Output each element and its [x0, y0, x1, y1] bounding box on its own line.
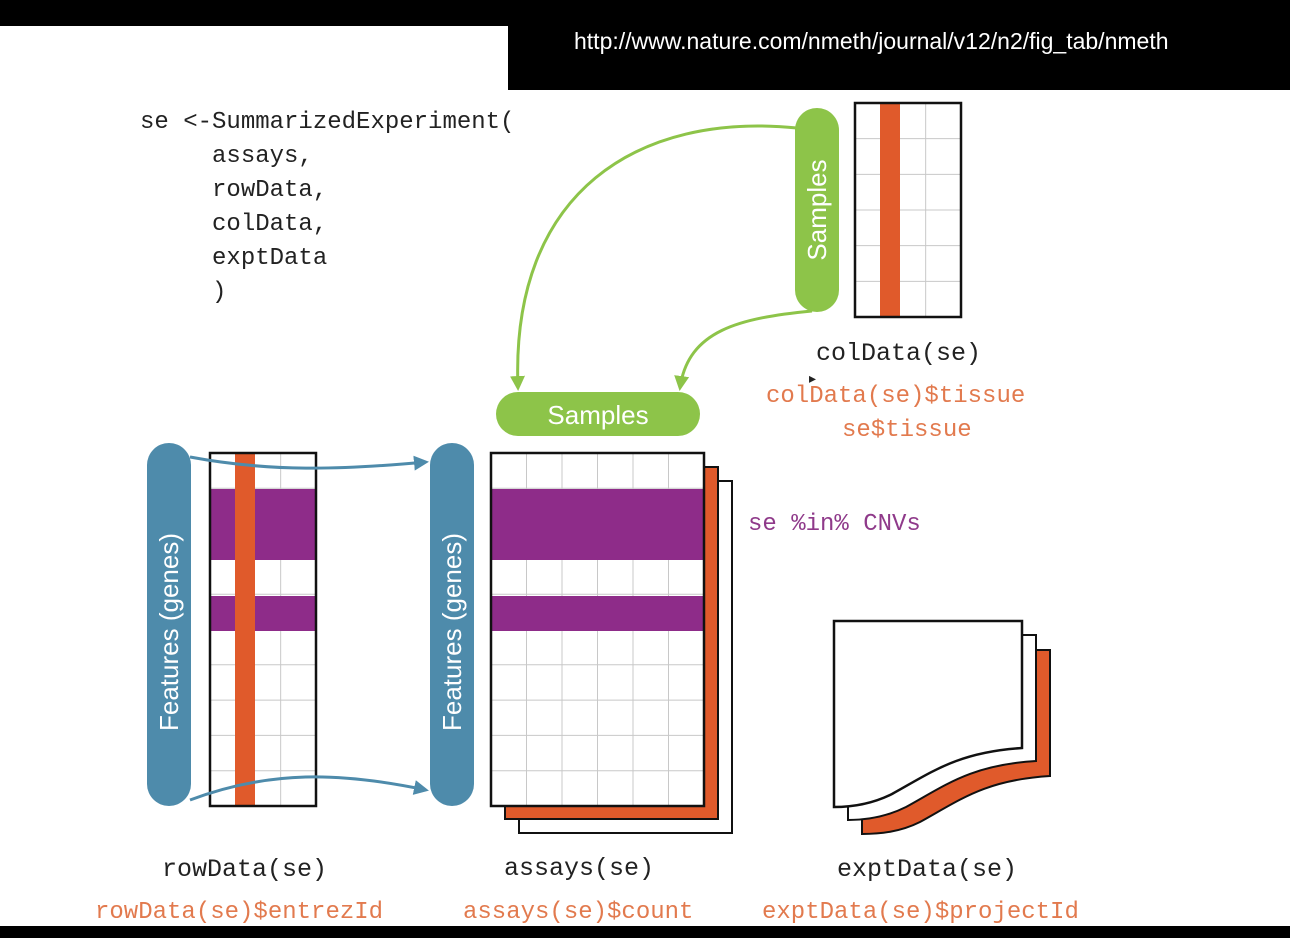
bottom-black-bar	[0, 926, 1290, 938]
code-line: exptData	[140, 245, 328, 272]
coldata-accessor: colData(se)	[816, 339, 982, 368]
mouse-cursor-icon: ▸	[809, 370, 817, 386]
cnv-subset-accessor: se %in% CNVs	[748, 511, 921, 538]
url-banner: http://www.nature.com/nmeth/journal/v12/…	[508, 0, 1290, 90]
assays-stack	[489, 451, 733, 834]
coldata-tissue-accessor: colData(se)$tissue	[766, 383, 1026, 410]
code-line: rowData,	[140, 177, 328, 204]
code-line: se <-SummarizedExperiment(	[140, 109, 515, 136]
exptdata-page-front	[832, 619, 1024, 809]
assays-frame	[489, 451, 706, 808]
assays-cnv-band	[491, 596, 704, 631]
samples-horizontal-pill	[496, 392, 700, 436]
code-block: se <-SummarizedExperiment( assays, rowDa…	[140, 106, 514, 310]
coldata-frame	[853, 101, 963, 319]
rowdata-frame	[208, 451, 318, 808]
coldata-panel	[853, 101, 963, 319]
rowdata-highlight-column	[235, 453, 255, 806]
features-left-label: Features (genes)	[154, 533, 184, 731]
rowdata-accessor: rowData(se)	[162, 855, 328, 884]
assays-cnv-band	[491, 489, 704, 560]
samples-arrow-right	[674, 309, 813, 391]
features-arrow-top	[189, 455, 429, 471]
assays-accessor: assays(se)	[504, 854, 655, 883]
features-right-pill	[430, 443, 474, 806]
samples-vertical-label: Samples	[802, 159, 832, 260]
coldata-highlight-column	[880, 103, 900, 317]
assays-count-accessor: assays(se)$count	[463, 899, 694, 926]
rowdata-cnv-band	[210, 596, 316, 631]
source-url: http://www.nature.com/nmeth/journal/v12/…	[574, 28, 1169, 54]
samples-vertical-pill	[795, 108, 839, 312]
code-line: colData,	[140, 211, 328, 238]
code-line: )	[140, 279, 227, 306]
samples-horizontal-label: Samples	[547, 400, 648, 430]
rowdata-panel	[208, 451, 318, 808]
exptdata-pages	[832, 619, 1051, 836]
features-arrow-bottom	[189, 775, 429, 802]
rowdata-entrez-accessor: rowData(se)$entrezId	[95, 899, 384, 926]
se-tissue-accessor: se$tissue	[842, 417, 972, 444]
code-line: assays,	[140, 143, 313, 170]
features-right-label: Features (genes)	[437, 533, 467, 731]
rowdata-cnv-band	[210, 489, 316, 560]
exptdata-accessor: exptData(se)	[837, 855, 1018, 884]
exptdata-project-accessor: exptData(se)$projectId	[762, 899, 1079, 926]
features-left-pill	[147, 443, 191, 806]
samples-arrow-left	[510, 124, 798, 391]
